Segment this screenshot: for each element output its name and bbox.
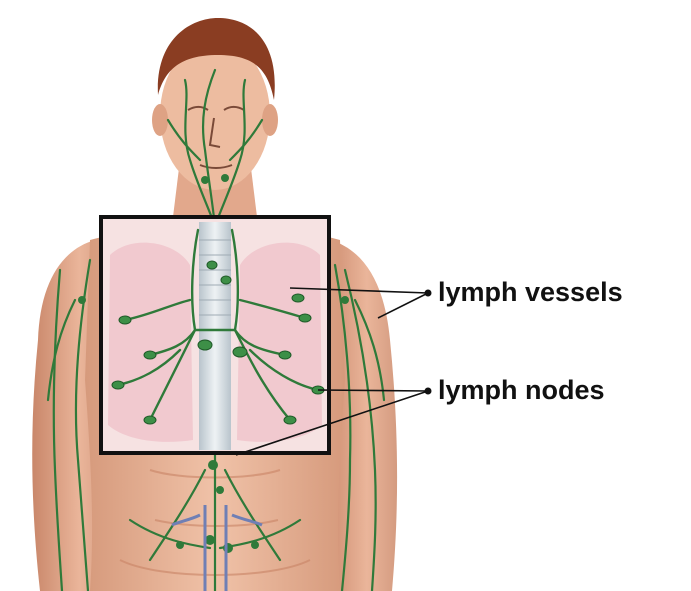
leader-nodes-inset — [318, 390, 428, 391]
trachea — [199, 222, 231, 450]
left-ear — [152, 104, 168, 136]
lymph-nodes-label: lymph nodes — [438, 375, 605, 406]
right-lung — [237, 243, 322, 442]
leader-dot-vessels — [425, 290, 432, 297]
lymph-vessels-label: lymph vessels — [438, 277, 623, 308]
leader-dot-nodes — [425, 388, 432, 395]
inset-chest-view — [101, 217, 329, 453]
right-ear — [262, 104, 278, 136]
leader-vessels-arm — [378, 293, 428, 318]
left-lung — [108, 243, 193, 442]
